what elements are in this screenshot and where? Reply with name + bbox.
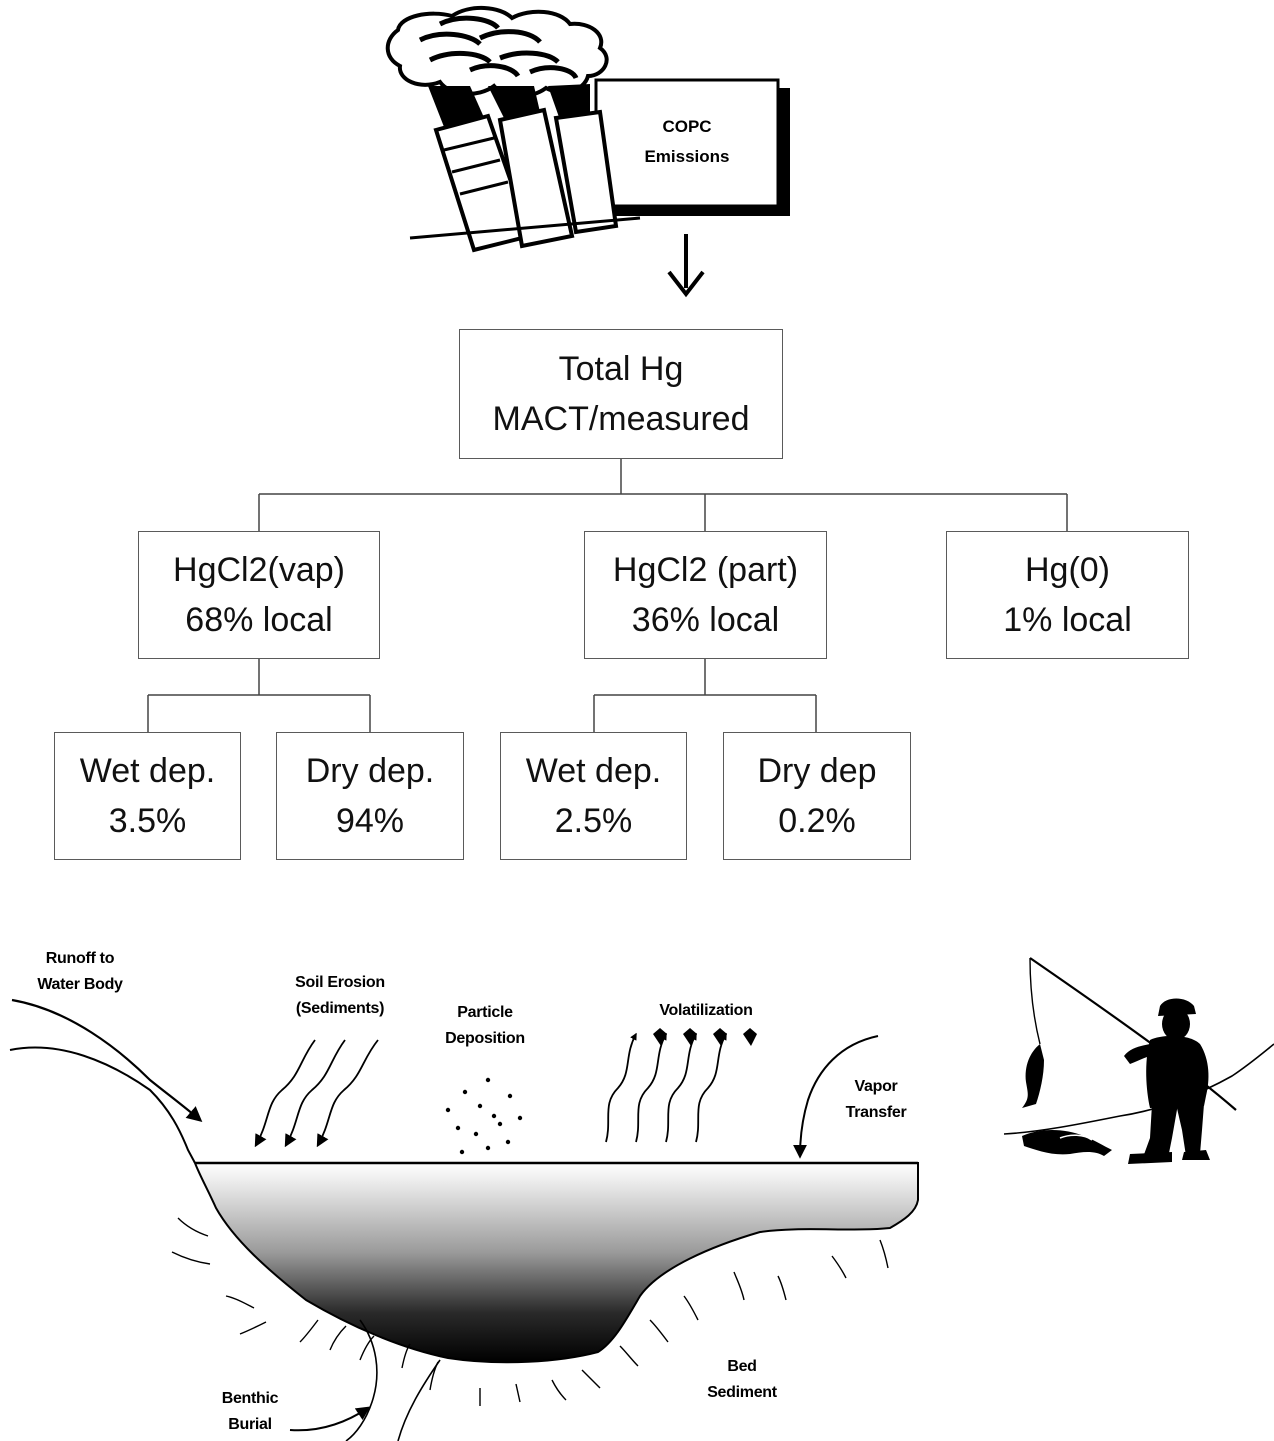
hg0-line1: Hg(0) bbox=[1024, 551, 1111, 589]
soil-erosion-arrows bbox=[254, 1039, 379, 1148]
hgcl2-part-line2: 36% local bbox=[631, 601, 780, 639]
vap-dry-dep-box: Dry dep. 94% bbox=[276, 732, 464, 860]
particle-dots bbox=[445, 1077, 523, 1155]
fishing-line bbox=[1029, 957, 1041, 1045]
volatilization-arrowheads bbox=[653, 1028, 757, 1046]
smoke-icon bbox=[385, 5, 609, 98]
benthic-burial-label-line1: Benthic bbox=[221, 1390, 279, 1407]
total-hg-box: Total Hg MACT/measured bbox=[459, 329, 783, 459]
vapor-transfer-label-line1: Vapor bbox=[854, 1078, 898, 1095]
runoff-label-line2: Water Body bbox=[37, 976, 123, 993]
hgcl2-vap-line1: HgCl2(vap) bbox=[173, 551, 345, 589]
particle-deposition-label: Particle Deposition bbox=[430, 1000, 540, 1052]
part-wet-dep-line1: Wet dep. bbox=[525, 752, 662, 790]
fisherman-icon bbox=[1003, 957, 1274, 1164]
vap-dry-dep-line2: 94% bbox=[335, 802, 405, 840]
vapor-transfer-arrow bbox=[793, 1035, 879, 1159]
fisherman-silhouette bbox=[1124, 998, 1210, 1164]
runoff-label: Runoff to Water Body bbox=[20, 946, 140, 998]
smoke-stream bbox=[428, 84, 590, 132]
ground-fish-icon bbox=[1022, 1130, 1112, 1156]
emissions-board bbox=[594, 78, 780, 208]
hgcl2-vap-box: HgCl2(vap) 68% local bbox=[138, 531, 380, 659]
benthic-burial-label-line2: Burial bbox=[228, 1416, 272, 1433]
bed-sediment-label-line1: Bed bbox=[727, 1358, 757, 1375]
vap-wet-dep-line1: Wet dep. bbox=[79, 752, 216, 790]
soil-erosion-label: Soil Erosion (Sediments) bbox=[280, 970, 400, 1022]
part-dry-dep-line1: Dry dep bbox=[757, 752, 877, 790]
bed-sediment-label: Bed Sediment bbox=[690, 1354, 794, 1406]
emission-arrow-head bbox=[667, 270, 705, 298]
part-dry-dep-box: Dry dep 0.2% bbox=[723, 732, 911, 860]
vap-wet-dep-box: Wet dep. 3.5% bbox=[54, 732, 241, 860]
factory-icon bbox=[385, 5, 790, 253]
benthic-burial-label: Benthic Burial bbox=[204, 1386, 296, 1438]
water-body bbox=[193, 1162, 919, 1364]
particle-deposition-label-line1: Particle bbox=[457, 1004, 513, 1021]
hg0-box: Hg(0) 1% local bbox=[946, 531, 1189, 659]
sediment-hatching bbox=[171, 1217, 889, 1406]
bed-sediment-label-line2: Sediment bbox=[707, 1384, 777, 1401]
part-dry-dep-line2: 0.2% bbox=[778, 802, 856, 840]
volatilization-arrows bbox=[605, 1032, 727, 1143]
vapor-transfer-label: Vapor Transfer bbox=[826, 1074, 926, 1126]
hanging-fish-icon bbox=[1022, 1044, 1044, 1108]
vap-wet-dep-line2: 3.5% bbox=[108, 802, 187, 840]
vapor-transfer-label-line2: Transfer bbox=[845, 1104, 907, 1121]
hgcl2-vap-line2: 68% local bbox=[185, 601, 333, 639]
volatilization-label: Volatilization bbox=[636, 998, 776, 1024]
benthic-burial-arrow bbox=[289, 1406, 371, 1432]
hgcl2-part-box: HgCl2 (part) 36% local bbox=[584, 531, 827, 659]
emissions-label-line1: COPC bbox=[662, 117, 712, 136]
runoff-label-line1: Runoff to bbox=[45, 950, 115, 967]
total-hg-line2: MACT/measured bbox=[492, 400, 750, 438]
smokestacks bbox=[433, 107, 619, 253]
total-hg-line1: Total Hg bbox=[558, 350, 684, 388]
hg0-line2: 1% local bbox=[1003, 601, 1132, 639]
volatilization-label-text: Volatilization bbox=[659, 1002, 753, 1019]
part-wet-dep-box: Wet dep. 2.5% bbox=[500, 732, 687, 860]
soil-erosion-label-line2: (Sediments) bbox=[295, 1000, 385, 1017]
soil-erosion-label-line1: Soil Erosion bbox=[295, 974, 385, 991]
runoff-arrow bbox=[11, 998, 203, 1123]
hgcl2-part-line1: HgCl2 (part) bbox=[612, 551, 799, 589]
water-body-illustration bbox=[9, 998, 919, 1441]
part-wet-dep-line2: 2.5% bbox=[554, 802, 633, 840]
particle-deposition-label-line2: Deposition bbox=[445, 1030, 525, 1047]
emissions-label: COPC Emissions bbox=[618, 112, 756, 172]
vap-dry-dep-line1: Dry dep. bbox=[305, 752, 435, 790]
tree-connectors bbox=[147, 459, 1068, 732]
emissions-label-line2: Emissions bbox=[644, 147, 730, 166]
